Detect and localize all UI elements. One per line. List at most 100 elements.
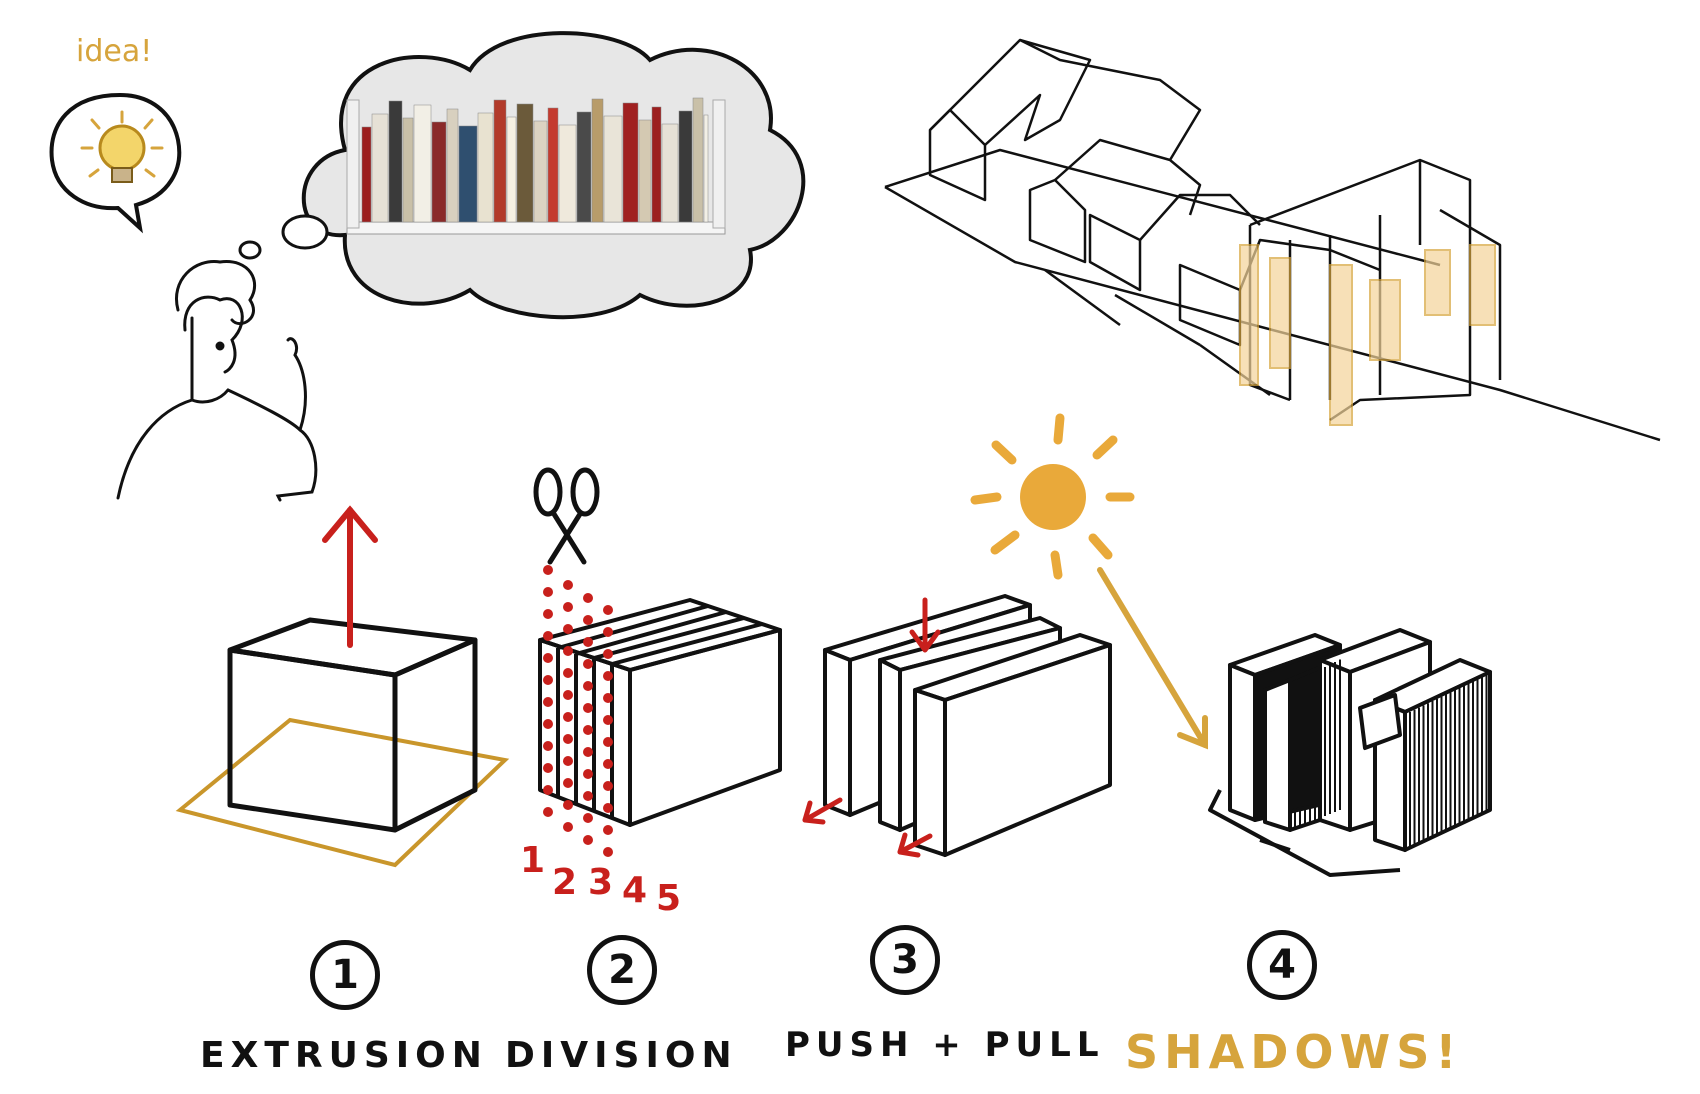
step-label-shadows: SHADOWS! — [1125, 1025, 1463, 1079]
cut-dot — [563, 778, 573, 788]
bookshelf-image — [346, 97, 726, 235]
step-label-push-pull: PUSH + PULL — [785, 1025, 1105, 1065]
cut-dot — [543, 741, 553, 751]
cut-dot — [603, 781, 613, 791]
book — [446, 108, 459, 223]
cut-dot — [583, 835, 593, 845]
book — [388, 100, 403, 223]
cut-dot — [563, 668, 573, 678]
book — [591, 98, 604, 223]
person-sketch — [116, 260, 318, 502]
cut-dot — [563, 602, 573, 612]
sun-icon — [970, 413, 1208, 750]
book — [651, 106, 662, 223]
book — [431, 121, 447, 223]
step-number: 1 — [331, 952, 359, 998]
division-mark-3: 3 — [588, 862, 614, 903]
cut-dot — [563, 624, 573, 634]
cut-dot — [603, 693, 613, 703]
cut-dot — [543, 631, 553, 641]
cut-dot — [543, 675, 553, 685]
cut-dot — [603, 627, 613, 637]
cut-dot — [603, 737, 613, 747]
book — [678, 110, 693, 223]
book — [506, 116, 517, 223]
step-3: 3 — [870, 925, 940, 995]
cut-dot — [603, 649, 613, 659]
step-label-division: DIVISION — [505, 1035, 738, 1076]
book — [622, 102, 639, 223]
cut-dot — [543, 785, 553, 795]
book — [558, 124, 577, 223]
step-number: 3 — [891, 937, 919, 983]
cut-dot — [563, 646, 573, 656]
book — [371, 113, 389, 223]
cut-dot — [583, 637, 593, 647]
division-mark-4: 4 — [622, 870, 648, 911]
cut-dot — [543, 763, 553, 773]
cut-dot — [543, 807, 553, 817]
extrusion-diagram — [175, 505, 510, 868]
cut-dot — [583, 747, 593, 757]
push-pull-diagram — [802, 594, 1112, 858]
cut-dot — [603, 825, 613, 835]
cut-dot — [543, 609, 553, 619]
step-4: 4 — [1247, 930, 1317, 1000]
book — [692, 97, 704, 223]
cut-dot — [603, 847, 613, 857]
lightbulb-icon — [49, 92, 182, 234]
cut-dot — [543, 653, 553, 663]
cut-dot — [563, 690, 573, 700]
book — [533, 120, 548, 223]
book — [361, 126, 372, 223]
book — [516, 103, 534, 223]
division-mark-5: 5 — [656, 878, 682, 919]
division-mark-2: 2 — [552, 862, 578, 903]
step-label-extrusion: EXTRUSION — [200, 1035, 488, 1076]
cut-dot — [583, 703, 593, 713]
cut-dot — [603, 715, 613, 725]
cut-dot — [563, 756, 573, 766]
book — [493, 99, 507, 223]
building-shutters — [1239, 244, 1496, 426]
cut-dot — [583, 791, 593, 801]
cut-dot — [583, 681, 593, 691]
idea-caption: idea! — [76, 34, 153, 69]
step-1: 1 — [310, 940, 380, 1010]
cut-dot — [583, 769, 593, 779]
book — [603, 115, 623, 223]
cut-dot — [543, 565, 553, 575]
building-sketch — [884, 38, 1661, 442]
scissors-icon — [533, 467, 600, 565]
book — [458, 125, 478, 223]
cut-dot — [583, 725, 593, 735]
division-diagram — [533, 467, 782, 857]
shadows-diagram — [1208, 628, 1492, 877]
cut-dot — [583, 659, 593, 669]
book — [402, 117, 414, 223]
book — [547, 107, 559, 223]
book — [413, 104, 432, 223]
cut-dot — [583, 615, 593, 625]
cut-dot — [563, 822, 573, 832]
division-mark-1: 1 — [520, 840, 546, 881]
cut-dot — [603, 759, 613, 769]
book — [477, 112, 494, 223]
cut-dot — [543, 719, 553, 729]
cut-dot — [563, 800, 573, 810]
book — [576, 111, 592, 223]
book — [661, 123, 679, 223]
cut-dot — [563, 734, 573, 744]
step-2: 2 — [587, 935, 657, 1005]
step-number: 2 — [608, 947, 636, 993]
cut-dot — [583, 593, 593, 603]
cut-dot — [563, 580, 573, 590]
cut-dot — [603, 605, 613, 615]
book — [638, 119, 652, 223]
cut-dot — [603, 671, 613, 681]
cut-dot — [603, 803, 613, 813]
up-arrow — [322, 505, 378, 648]
step-number: 4 — [1268, 942, 1296, 988]
